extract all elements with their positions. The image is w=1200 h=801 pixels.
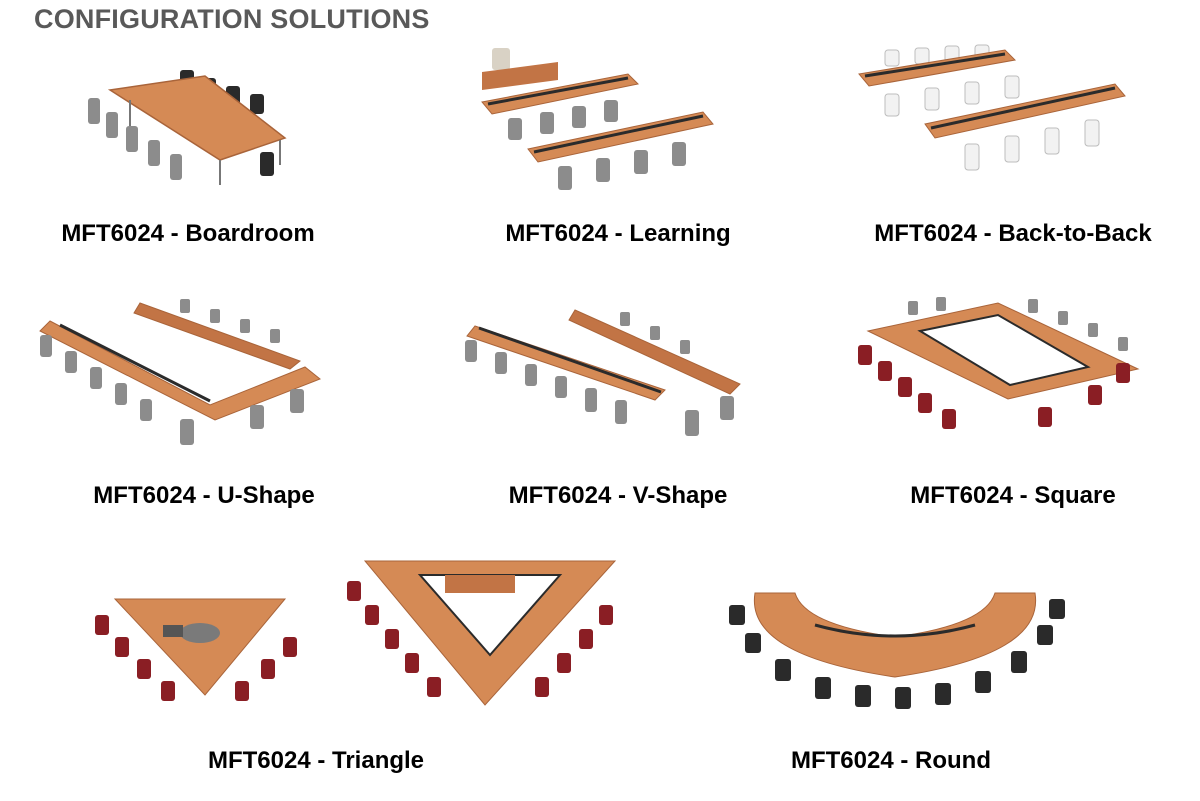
v-shape-illustration: MFT6024 - V-Shape bbox=[455, 300, 755, 509]
round-table-image bbox=[729, 592, 1065, 709]
square-caption: MFT6024 - Square bbox=[910, 482, 1116, 509]
page-title: CONFIGURATION SOLUTIONS bbox=[34, 4, 430, 34]
boardroom-illustration: MFT6024 - Boardroom bbox=[61, 60, 315, 247]
u-shape-table-image bbox=[39, 299, 321, 445]
triangle-table-image bbox=[95, 560, 617, 706]
square-illustration: MFT6024 - Square bbox=[848, 295, 1148, 509]
v-shape-table-image bbox=[465, 309, 741, 436]
triangle-caption: MFT6024 - Triangle bbox=[207, 747, 425, 774]
back-to-back-illustration: MFT6024 - Back-to-Back bbox=[855, 44, 1152, 247]
boardroom-table-image bbox=[88, 70, 287, 185]
v-shape-caption: MFT6024 - V-Shape bbox=[508, 482, 728, 509]
learning-table-image bbox=[481, 48, 714, 190]
back-to-back-table-image bbox=[858, 44, 1126, 171]
triangle-illustration: MFT6024 - Triangle bbox=[85, 555, 625, 774]
learning-caption: MFT6024 - Learning bbox=[505, 220, 731, 247]
round-caption: MFT6024 - Round bbox=[790, 747, 992, 774]
learning-illustration: MFT6024 - Learning bbox=[478, 44, 738, 247]
u-shape-illustration: MFT6024 - U-Shape bbox=[30, 295, 350, 509]
back-to-back-caption: MFT6024 - Back-to-Back bbox=[874, 220, 1152, 247]
u-shape-caption: MFT6024 - U-Shape bbox=[93, 482, 315, 509]
boardroom-caption: MFT6024 - Boardroom bbox=[61, 220, 315, 247]
round-illustration: MFT6024 - Round bbox=[715, 585, 1075, 774]
square-table-image bbox=[858, 297, 1140, 429]
